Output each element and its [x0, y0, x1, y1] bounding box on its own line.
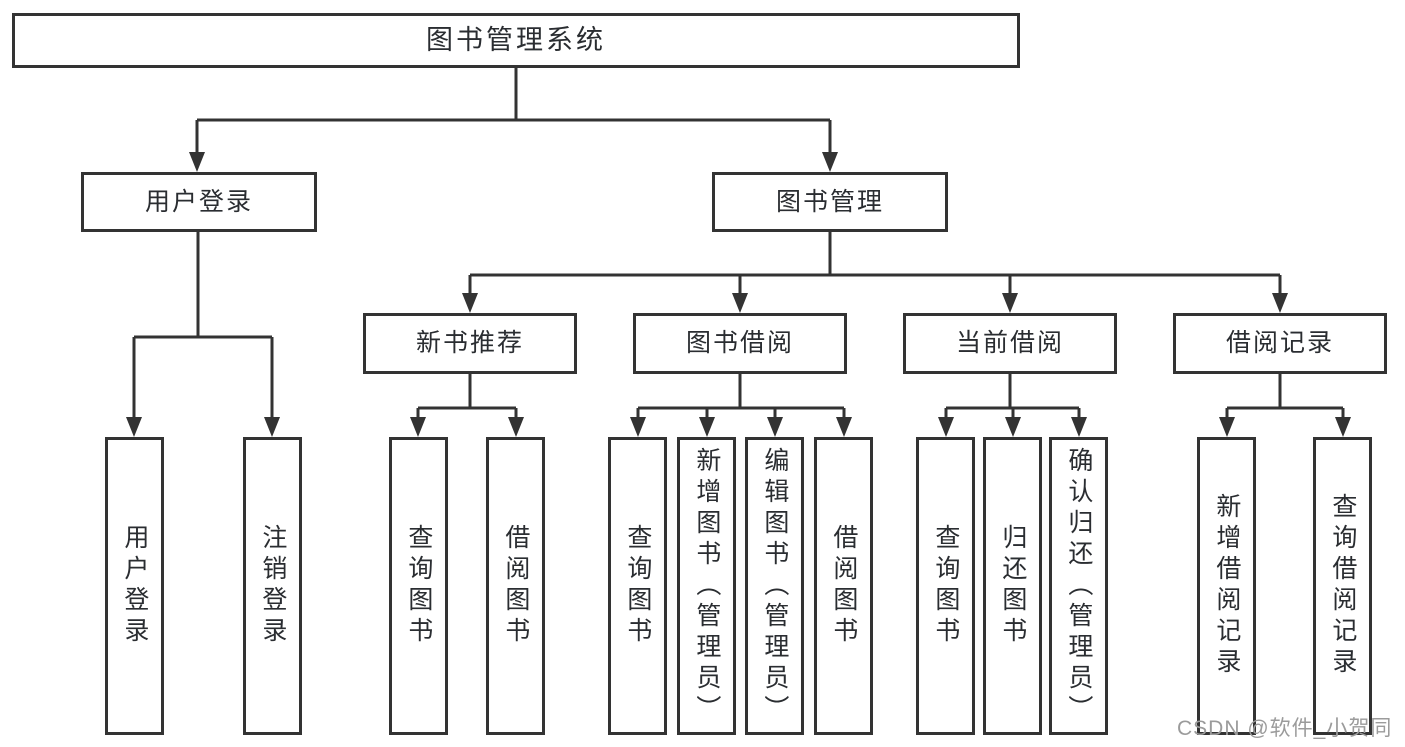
node-user-login: 用户登录	[81, 172, 317, 232]
arrow-down-icon	[126, 417, 142, 437]
node-return-books: 归还图书	[983, 437, 1042, 735]
csdn-watermark: CSDN @软件_小贺同学	[1177, 717, 1393, 740]
arrow-down-icon	[1002, 293, 1018, 313]
arrow-down-icon	[1071, 417, 1087, 437]
arrow-down-icon	[767, 417, 783, 437]
arrow-down-icon	[508, 417, 524, 437]
arrow-down-icon	[189, 152, 205, 172]
node-query-books-current: 查询图书	[916, 437, 975, 735]
connector-root-to-level2	[195, 68, 832, 154]
node-query-books-borrow: 查询图书	[608, 437, 667, 735]
node-current-borrow: 当前借阅	[903, 313, 1117, 374]
node-query-books-recommend: 查询图书	[389, 437, 448, 735]
node-query-borrow-record: 查询借阅记录	[1313, 437, 1372, 735]
arrow-down-icon	[264, 417, 280, 437]
node-borrow-books-leaf: 借阅图书	[814, 437, 873, 735]
arrow-down-icon	[822, 152, 838, 172]
arrow-down-icon	[1272, 293, 1288, 313]
arrow-down-icon	[410, 417, 426, 437]
connector-book-borrow-branch	[636, 374, 846, 419]
node-book-borrow: 图书借阅	[633, 313, 847, 374]
node-logout: 注销登录	[243, 437, 302, 735]
connector-borrow-records-branch	[1225, 374, 1345, 419]
node-user-login-leaf: 用户登录	[105, 437, 164, 735]
arrow-down-icon	[1219, 417, 1235, 437]
node-edit-books-admin: 编辑图书（管理员）	[745, 437, 804, 735]
connector-user-login-branch	[132, 232, 274, 419]
node-add-books-admin: 新增图书（管理员）	[677, 437, 736, 735]
arrow-down-icon	[836, 417, 852, 437]
arrow-down-icon	[938, 417, 954, 437]
connector-book-management-branch	[468, 232, 1282, 295]
arrowheads	[126, 152, 1351, 437]
node-book-management: 图书管理	[712, 172, 948, 232]
node-new-book-recommend: 新书推荐	[363, 313, 577, 374]
arrow-down-icon	[462, 293, 478, 313]
arrow-down-icon	[1005, 417, 1021, 437]
connector-current-borrow-branch	[944, 374, 1081, 419]
arrow-down-icon	[732, 293, 748, 313]
arrow-down-icon	[630, 417, 646, 437]
node-confirm-return-admin: 确认归还（管理员）	[1049, 437, 1108, 735]
arrow-down-icon	[699, 417, 715, 437]
node-borrow-books-recommend: 借阅图书	[486, 437, 545, 735]
node-root: 图书管理系统	[12, 13, 1020, 68]
node-add-borrow-record: 新增借阅记录	[1197, 437, 1256, 735]
node-borrow-records: 借阅记录	[1173, 313, 1387, 374]
connector-new-book-branch	[416, 374, 518, 419]
arrow-down-icon	[1335, 417, 1351, 437]
